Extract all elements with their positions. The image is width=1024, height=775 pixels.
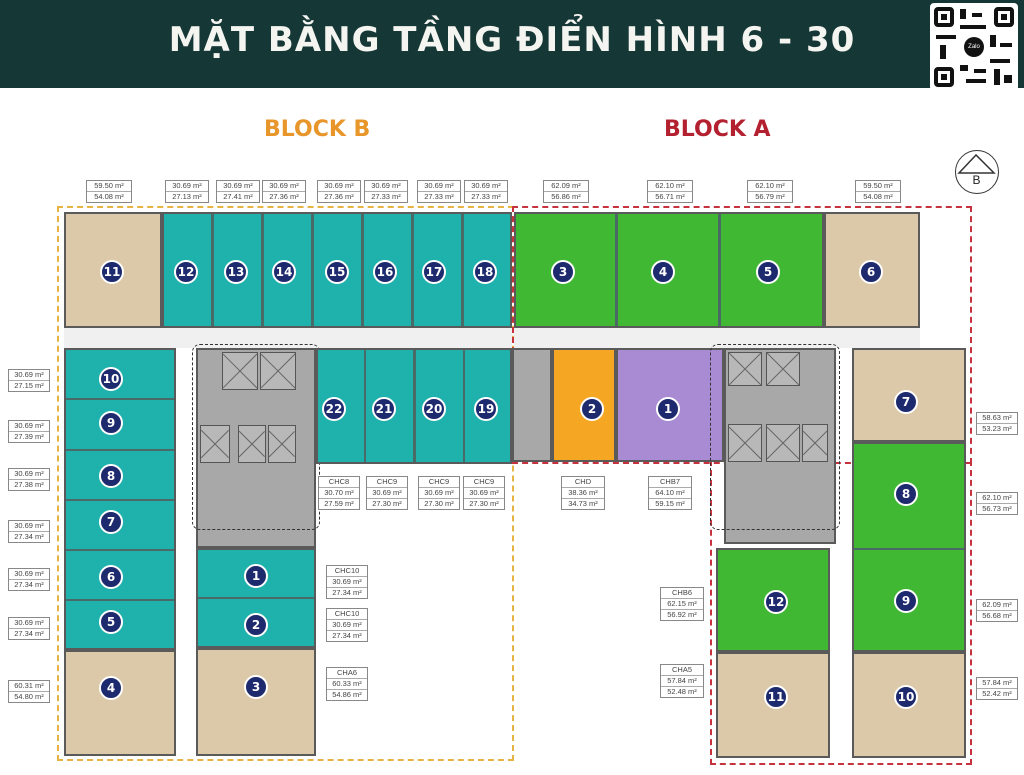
block-b-label: BLOCK B xyxy=(264,117,371,142)
unit-number-badge: 19 xyxy=(474,397,498,421)
unit-number-badge: 8 xyxy=(894,482,918,506)
unit-number-badge: 18 xyxy=(473,260,497,284)
block-a-label: BLOCK A xyxy=(664,117,771,142)
unit-number-badge: 14 xyxy=(272,260,296,284)
unit-number-badge: 4 xyxy=(99,676,123,700)
unit-number-badge: 11 xyxy=(764,685,788,709)
unit-a-1[interactable] xyxy=(616,348,724,462)
page-title: MẶT BẰNG TẦNG ĐIỂN HÌNH 6 - 30 xyxy=(168,20,856,60)
unit-number-badge: 17 xyxy=(422,260,446,284)
unit-number-badge: 7 xyxy=(99,510,123,534)
unit-number-badge: 6 xyxy=(99,565,123,589)
unit-number-badge: 20 xyxy=(422,397,446,421)
unit-number-badge: 5 xyxy=(756,260,780,284)
qr-finder-icon xyxy=(934,67,954,87)
unit-number-badge: 3 xyxy=(551,260,575,284)
qr-finder-icon xyxy=(994,7,1014,27)
unit-number-badge: 6 xyxy=(859,260,883,284)
unit-number-badge: 2 xyxy=(244,613,268,637)
unit-number-badge: 8 xyxy=(99,464,123,488)
unit-a-11[interactable] xyxy=(716,652,830,758)
unit-a-8-9[interactable] xyxy=(852,442,966,652)
header-banner: MẶT BẰNG TẦNG ĐIỂN HÌNH 6 - 30 Zalo xyxy=(0,0,1024,91)
block-a-zone-bottom xyxy=(710,460,972,765)
unit-number-badge: 2 xyxy=(580,397,604,421)
qr-code[interactable]: Zalo xyxy=(930,3,1018,91)
unit-number-badge: 9 xyxy=(894,589,918,613)
compass-letter: B xyxy=(972,173,981,187)
unit-number-badge: 21 xyxy=(372,397,396,421)
unit-number-badge: 1 xyxy=(656,397,680,421)
block-b-zone xyxy=(57,206,514,761)
zalo-icon: Zalo xyxy=(964,37,984,57)
unit-number-badge: 16 xyxy=(373,260,397,284)
unit-number-badge: 10 xyxy=(99,367,123,391)
unit-number-badge: 4 xyxy=(651,260,675,284)
unit-number-badge: 11 xyxy=(100,260,124,284)
unit-number-badge: 12 xyxy=(764,590,788,614)
compass-triangle-icon xyxy=(957,153,996,174)
unit-number-badge: 7 xyxy=(894,390,918,414)
unit-number-badge: 12 xyxy=(174,260,198,284)
core-b-outline xyxy=(192,344,320,530)
qr-finder-icon xyxy=(934,7,954,27)
unit-number-badge: 13 xyxy=(224,260,248,284)
compass-north-icon: B xyxy=(955,150,999,194)
stair-a xyxy=(512,348,552,462)
unit-number-badge: 9 xyxy=(99,411,123,435)
core-a-outline xyxy=(710,344,840,530)
unit-b-3[interactable] xyxy=(196,648,316,756)
unit-b-4[interactable] xyxy=(64,650,176,756)
unit-number-badge: 1 xyxy=(244,564,268,588)
unit-number-badge: 15 xyxy=(325,260,349,284)
unit-number-badge: 22 xyxy=(322,397,346,421)
unit-number-badge: 3 xyxy=(244,675,268,699)
unit-number-badge: 10 xyxy=(894,685,918,709)
unit-number-badge: 5 xyxy=(99,610,123,634)
